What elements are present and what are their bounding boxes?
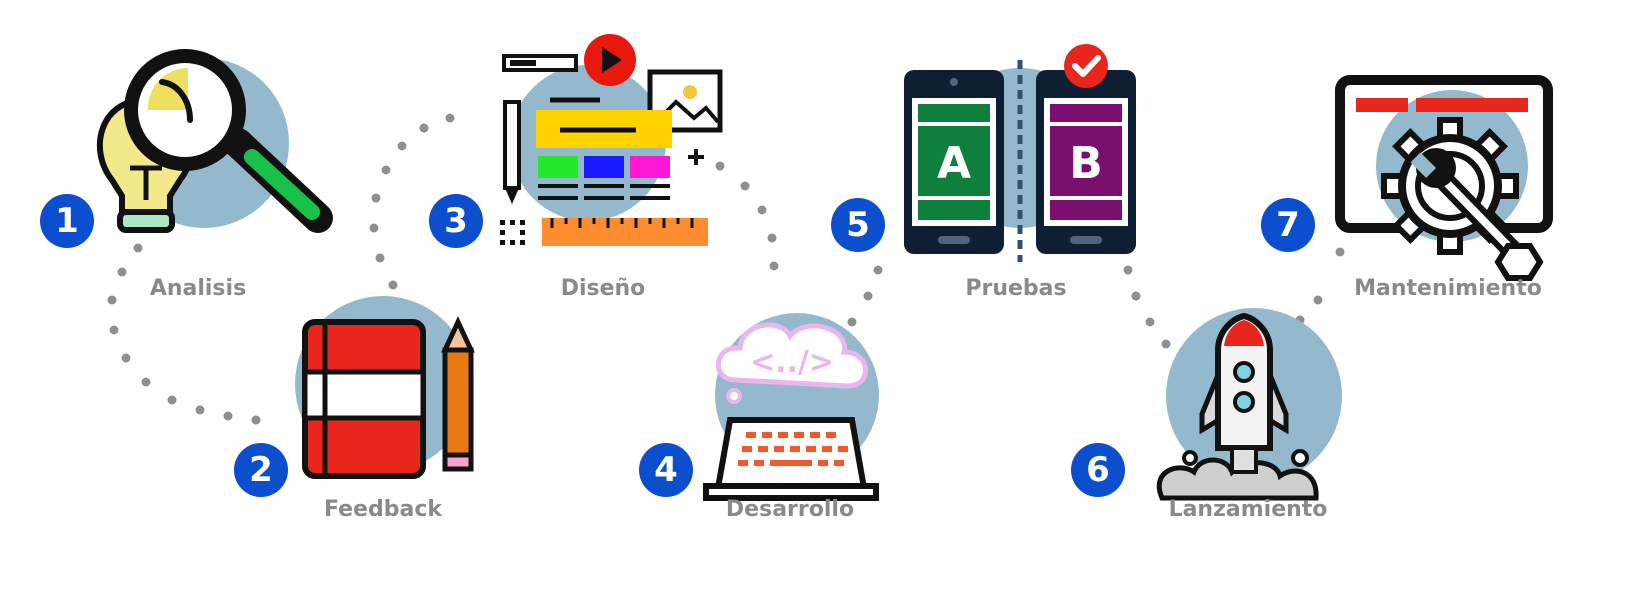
step-badge-1: 1 (40, 194, 94, 248)
step-badge-7: 7 (1261, 198, 1315, 252)
step-badge-5: 5 (831, 198, 885, 252)
variant-b-label: B (1069, 138, 1103, 189)
magnifier-lightbulb-icon (96, 49, 333, 233)
ab-test-phones-icon: A B (904, 44, 1136, 262)
step-label-desarrollo: Desarrollo (725, 497, 855, 522)
step-label-analisis: Analisis (149, 276, 247, 301)
step-badge-4: 4 (639, 443, 693, 497)
step-label-feedback: Feedback (324, 497, 442, 522)
design-tools-icon (500, 34, 723, 246)
step-badge-3: 3 (429, 194, 483, 248)
rocket-launch-icon (1156, 308, 1342, 501)
step-label-mantenimiento: Mantenimiento (1354, 276, 1542, 301)
variant-a-label: A (937, 138, 971, 189)
notebook-pencil-icon (295, 296, 475, 479)
step-label-pruebas: Pruebas (965, 276, 1067, 301)
step-badge-6: 6 (1071, 443, 1125, 497)
dotted-connector (107, 113, 1345, 425)
gear-wrench-window-icon (1335, 75, 1553, 281)
step-label-lanzamiento: Lanzamiento (1168, 497, 1328, 522)
step-label-diseno: Diseño (560, 276, 646, 301)
svg-text:<../>: <../> (750, 345, 834, 380)
step-badge-2: 2 (234, 443, 288, 497)
laptop-code-cloud-icon: <../> (703, 313, 879, 501)
